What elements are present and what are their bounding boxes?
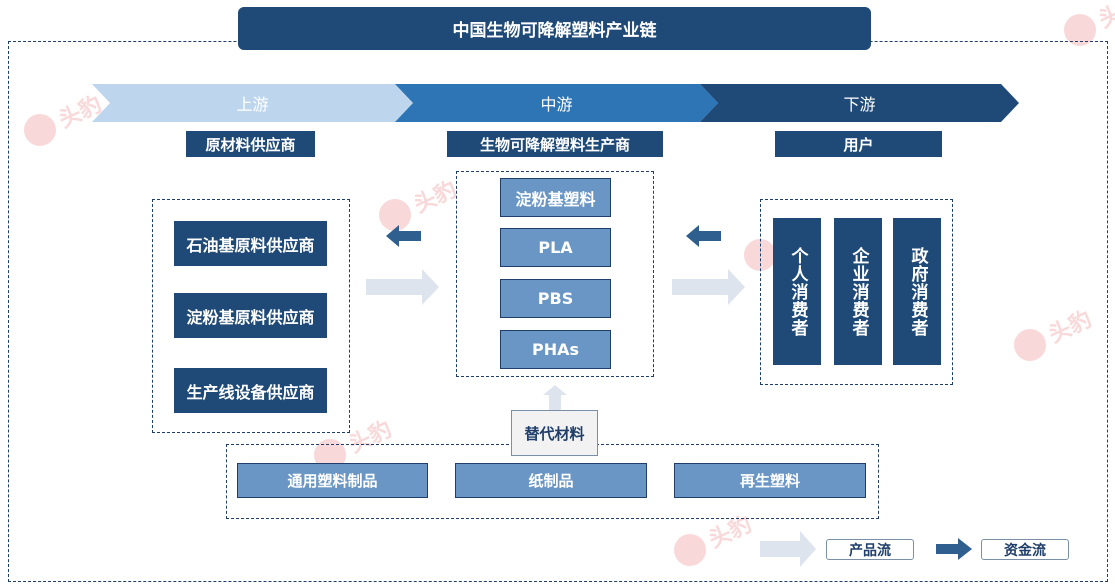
stage-downstream: 下游 [843, 95, 876, 114]
substitute-item: 纸制品 [455, 463, 647, 498]
label-user: 用户 [775, 131, 942, 157]
capital-flow-arrow-1 [386, 225, 421, 247]
midstream-item: PBS [500, 279, 611, 318]
product-flow-arrow-1 [366, 269, 439, 305]
legend-product-arrow [760, 531, 816, 567]
downstream-item: 个人消费者 [773, 218, 821, 365]
downstream-item: 政府消费者 [893, 218, 941, 365]
midstream-chevron [395, 84, 718, 122]
downstream-item: 企业消费者 [834, 218, 882, 365]
stage-upstream: 上游 [236, 95, 269, 114]
downstream-chevron [700, 84, 1019, 122]
upstream-item: 淀粉基原料供应商 [174, 293, 327, 338]
upstream-item: 生产线设备供应商 [174, 368, 327, 413]
substitute-up-arrow [543, 385, 567, 410]
label-producer: 生物可降解塑料生产商 [447, 131, 663, 157]
label-raw-supplier: 原材料供应商 [186, 131, 315, 157]
legend-product-flow: 产品流 [826, 539, 914, 560]
capital-flow-arrow-2 [686, 225, 721, 247]
midstream-item: PLA [500, 228, 611, 267]
midstream-group [456, 171, 654, 377]
midstream-item: PHAs [500, 330, 611, 369]
upstream-item: 石油基原料供应商 [174, 221, 327, 266]
product-flow-arrow-2 [672, 269, 745, 305]
stage-midstream: 中游 [540, 95, 573, 114]
upstream-chevron [92, 84, 413, 122]
upstream-group [152, 199, 350, 433]
page-title: 中国生物可降解塑料产业链 [238, 7, 871, 50]
midstream-item: 淀粉基塑料 [500, 178, 611, 217]
legend-capital-arrow [936, 538, 972, 560]
substitute-item: 通用塑料制品 [237, 463, 428, 498]
substitute-item: 再生塑料 [674, 463, 866, 498]
legend-capital-flow: 资金流 [981, 539, 1069, 560]
substitute-label: 替代材料 [511, 410, 598, 456]
downstream-group [760, 199, 953, 385]
